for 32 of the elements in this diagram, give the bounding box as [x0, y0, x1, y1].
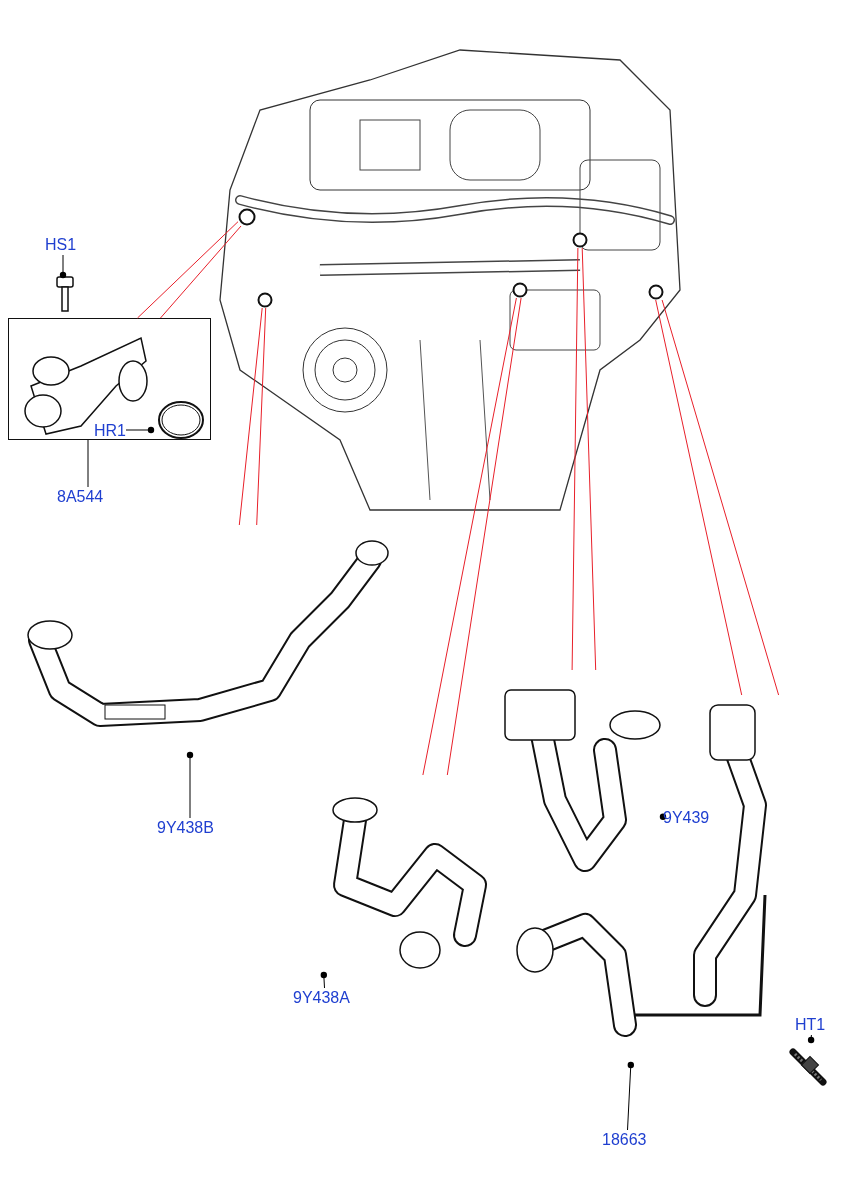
- part-number-label: 8A544: [57, 487, 104, 507]
- part-number-label: HR1: [94, 421, 126, 441]
- leader-line: [59, 254, 67, 279]
- assembly-line: [655, 299, 743, 696]
- leader-line: [320, 971, 327, 989]
- leader-line: [659, 813, 667, 820]
- leader-line: [807, 1034, 815, 1044]
- hose-connection-drawing: [257, 292, 273, 308]
- assembly-line: [446, 297, 522, 776]
- part-number-label: HT1: [795, 1015, 826, 1035]
- assembly-line: [137, 221, 239, 319]
- leader-line: [186, 751, 194, 819]
- leader-line: [125, 426, 155, 434]
- inset-frame: [8, 318, 211, 440]
- leader-line: [627, 1061, 634, 1131]
- part-number-label: HS1: [45, 235, 77, 255]
- assembly-line: [581, 247, 597, 671]
- assembly-line: [422, 297, 517, 776]
- part-number-label: 9Y438A: [293, 988, 350, 1008]
- hose-connection-drawing: [648, 284, 664, 300]
- assembly-line: [661, 299, 780, 696]
- leader-line: [87, 439, 89, 488]
- assembly-line: [238, 307, 263, 526]
- assembly-line: [571, 247, 579, 671]
- part-number-label: 18663: [602, 1130, 647, 1150]
- hose-connection-drawing: [238, 208, 256, 226]
- part-number-label: 9Y439: [663, 808, 710, 828]
- hose-connection-drawing: [572, 232, 588, 248]
- assembly-line: [160, 225, 242, 319]
- part-number-label: 9Y438B: [157, 818, 214, 838]
- assembly-line: [256, 307, 267, 526]
- hose-connection-drawing: [512, 282, 528, 298]
